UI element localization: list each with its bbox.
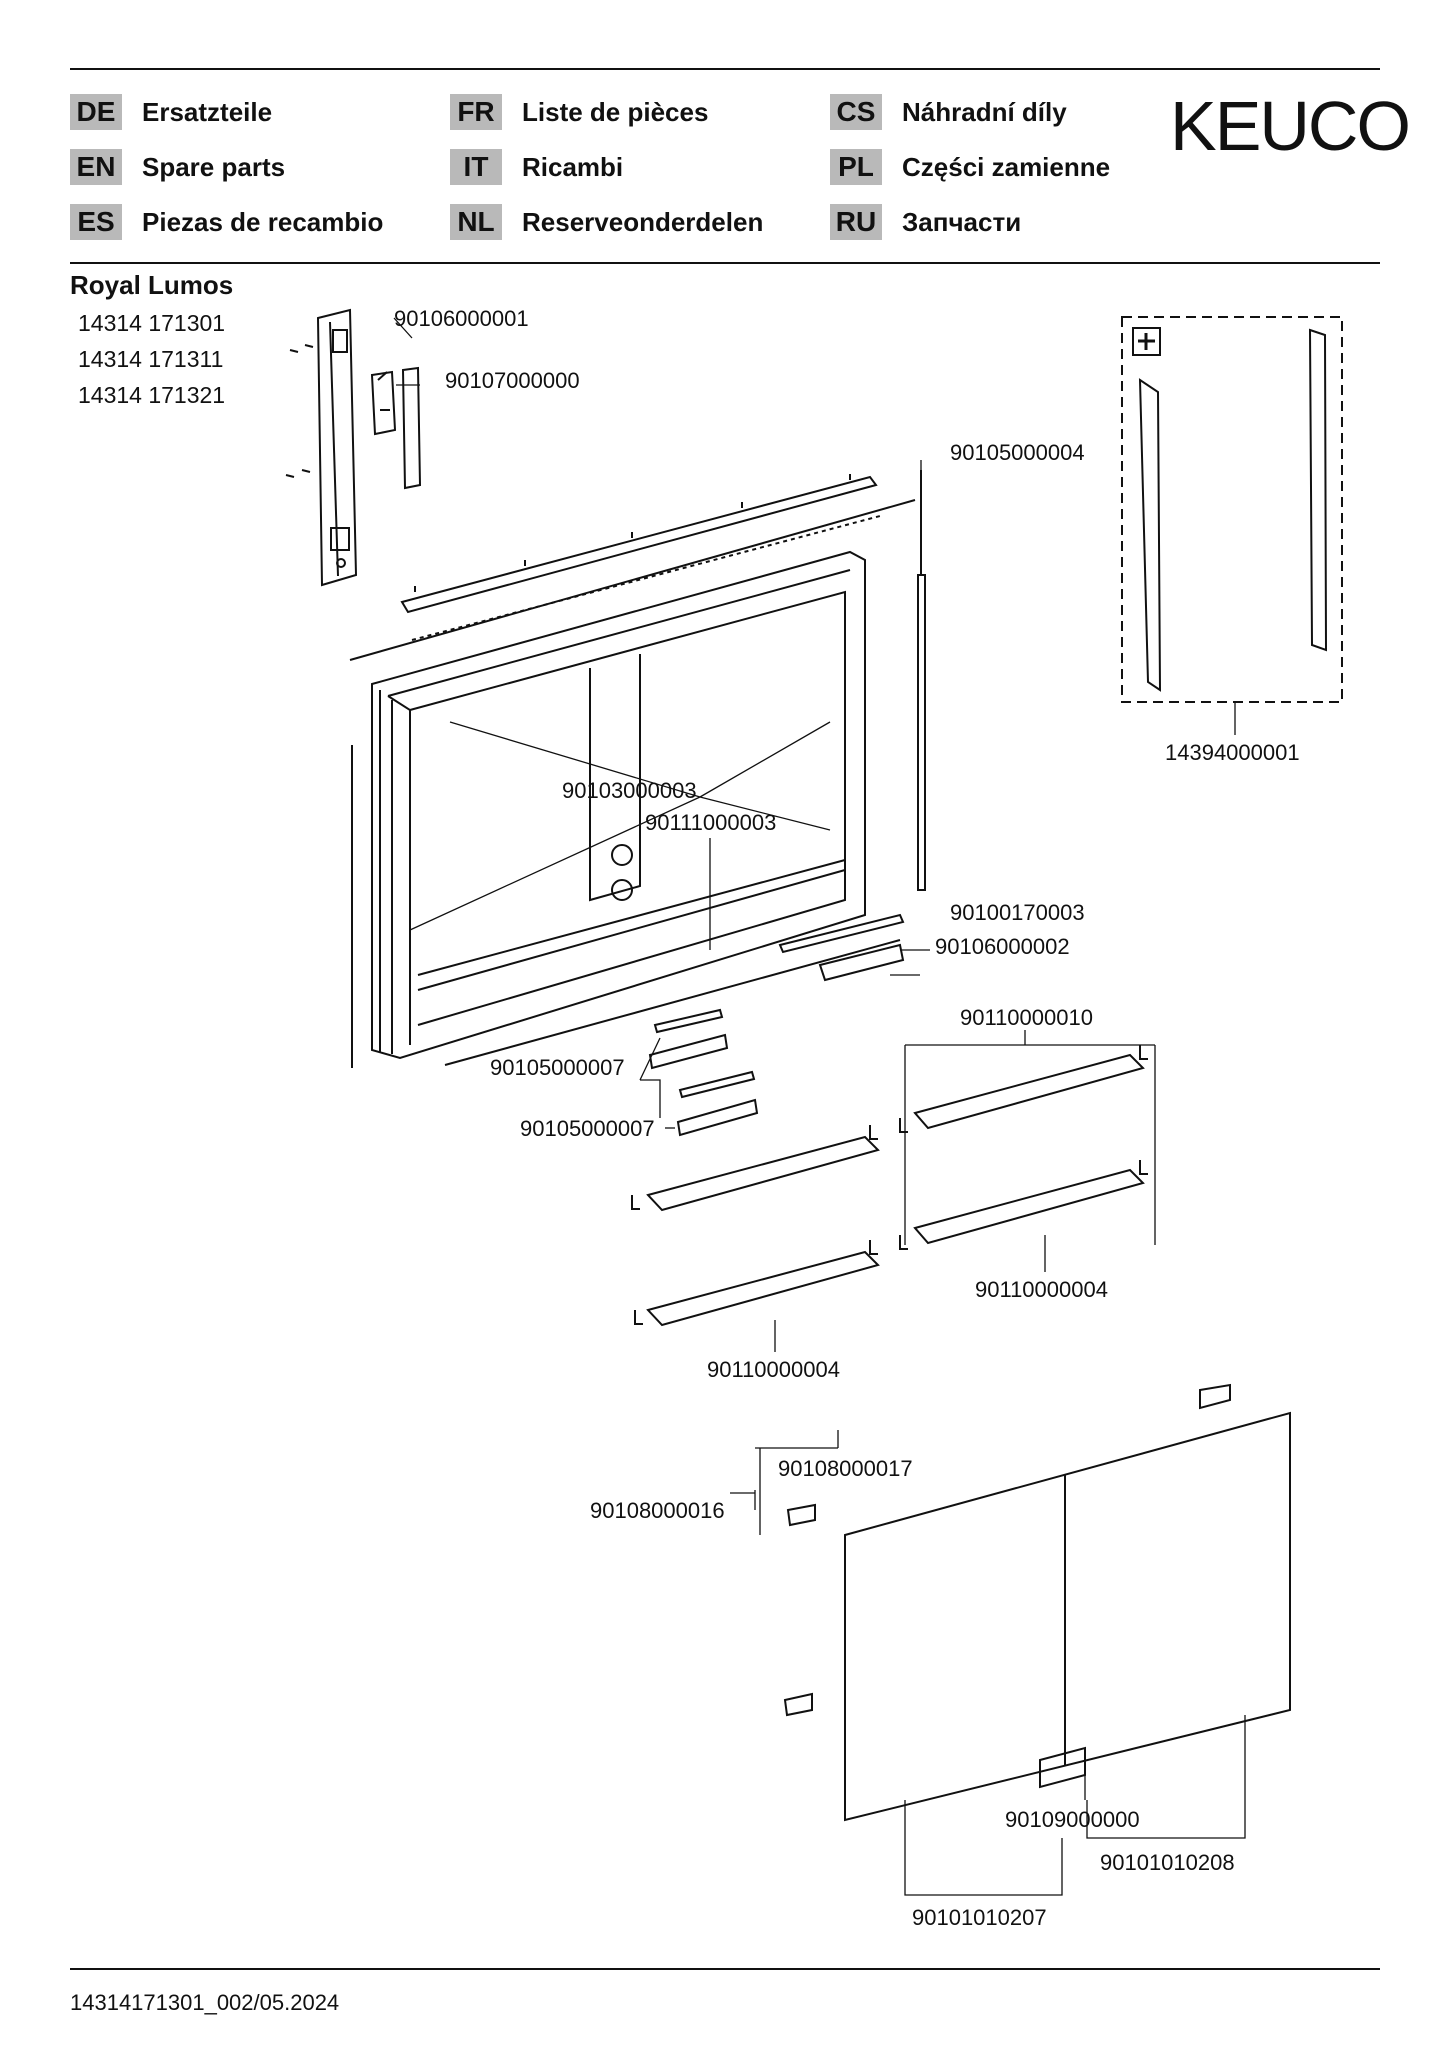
lang-code: DE	[70, 94, 122, 130]
lang-label: Запчасти	[902, 206, 1022, 237]
top-strip	[400, 474, 881, 641]
part-label: 14394000001	[1165, 740, 1300, 765]
part-label: 90108000017	[778, 1456, 913, 1481]
cabinet-body	[349, 499, 916, 1068]
part-label: 90106000001	[394, 306, 529, 331]
lang-de: DE Ersatzteile	[70, 94, 272, 130]
led-strip-90105000004	[917, 470, 926, 891]
part-label: 90105000007	[520, 1116, 655, 1141]
part-label: 90105000007	[490, 1055, 625, 1080]
handle-box	[1121, 316, 1343, 703]
cover-90107000000	[401, 366, 422, 490]
lang-en: EN Spare parts	[70, 149, 285, 185]
part-label: 90100170003	[950, 900, 1085, 925]
glass-shelves	[631, 1045, 1148, 1327]
control-panel	[285, 308, 358, 587]
lang-label: Ersatzteile	[142, 96, 273, 127]
document-code: 14314171301_002/05.2024	[70, 1990, 340, 2015]
part-label: 90106000002	[935, 934, 1070, 959]
lang-code: ES	[70, 204, 122, 240]
part-label: 90111000003	[645, 810, 776, 835]
lang-code: NL	[450, 204, 502, 240]
article-number: 14314 171321	[78, 382, 226, 408]
keuco-logo: KEUCO	[1170, 87, 1411, 165]
lang-code: RU	[830, 204, 882, 240]
module-90106000001	[370, 370, 397, 436]
part-label: 90108000016	[590, 1498, 725, 1523]
lang-code: CS	[830, 94, 882, 130]
lang-label: Części zamienne	[902, 151, 1111, 182]
lang-ru: RU Запчасти	[830, 204, 1021, 240]
article-number: 14314 171311	[78, 346, 224, 372]
lang-label: Reserveonderdelen	[522, 206, 764, 237]
part-label: 90105000004	[950, 440, 1085, 465]
part-label: 90107000000	[445, 368, 580, 393]
lang-label: Spare parts	[142, 151, 286, 182]
lang-nl: NL Reserveonderdelen	[450, 204, 763, 240]
article-number: 14314 171301	[78, 310, 226, 336]
lang-label: Ricambi	[522, 151, 624, 182]
part-label: 90109000000	[1005, 1807, 1140, 1832]
lang-it: IT Ricambi	[450, 149, 623, 185]
lang-code: PL	[830, 149, 882, 185]
lang-label: Piezas de recambio	[142, 206, 384, 237]
part-label: 90110000010	[960, 1005, 1093, 1030]
lang-pl: PL Części zamienne	[830, 149, 1110, 185]
lang-code: FR	[450, 94, 502, 130]
profiles	[648, 1008, 759, 1137]
lang-label: Liste de pièces	[522, 96, 709, 127]
lang-cs: CS Náhradní díly	[830, 94, 1067, 130]
lang-label: Náhradní díly	[902, 96, 1067, 127]
part-label: 90101010207	[912, 1905, 1047, 1930]
lang-code: IT	[450, 149, 502, 185]
part-label: 90110000004	[707, 1357, 840, 1382]
part-label: 90103000003	[562, 778, 697, 803]
lang-fr: FR Liste de pièces	[450, 94, 708, 130]
part-label: 90101010208	[1100, 1850, 1235, 1875]
part-label: 90110000004	[975, 1277, 1108, 1302]
header-bottom-rule	[70, 262, 1380, 264]
header-top-rule	[70, 68, 1380, 70]
footer-rule	[70, 1968, 1380, 1970]
bottom-light	[778, 913, 905, 982]
product-title: Royal Lumos	[70, 270, 234, 300]
mirror-doors	[783, 1383, 1291, 1822]
lang-code: EN	[70, 149, 122, 185]
leader-lines	[393, 317, 1246, 1896]
lang-es: ES Piezas de recambio	[70, 204, 383, 240]
